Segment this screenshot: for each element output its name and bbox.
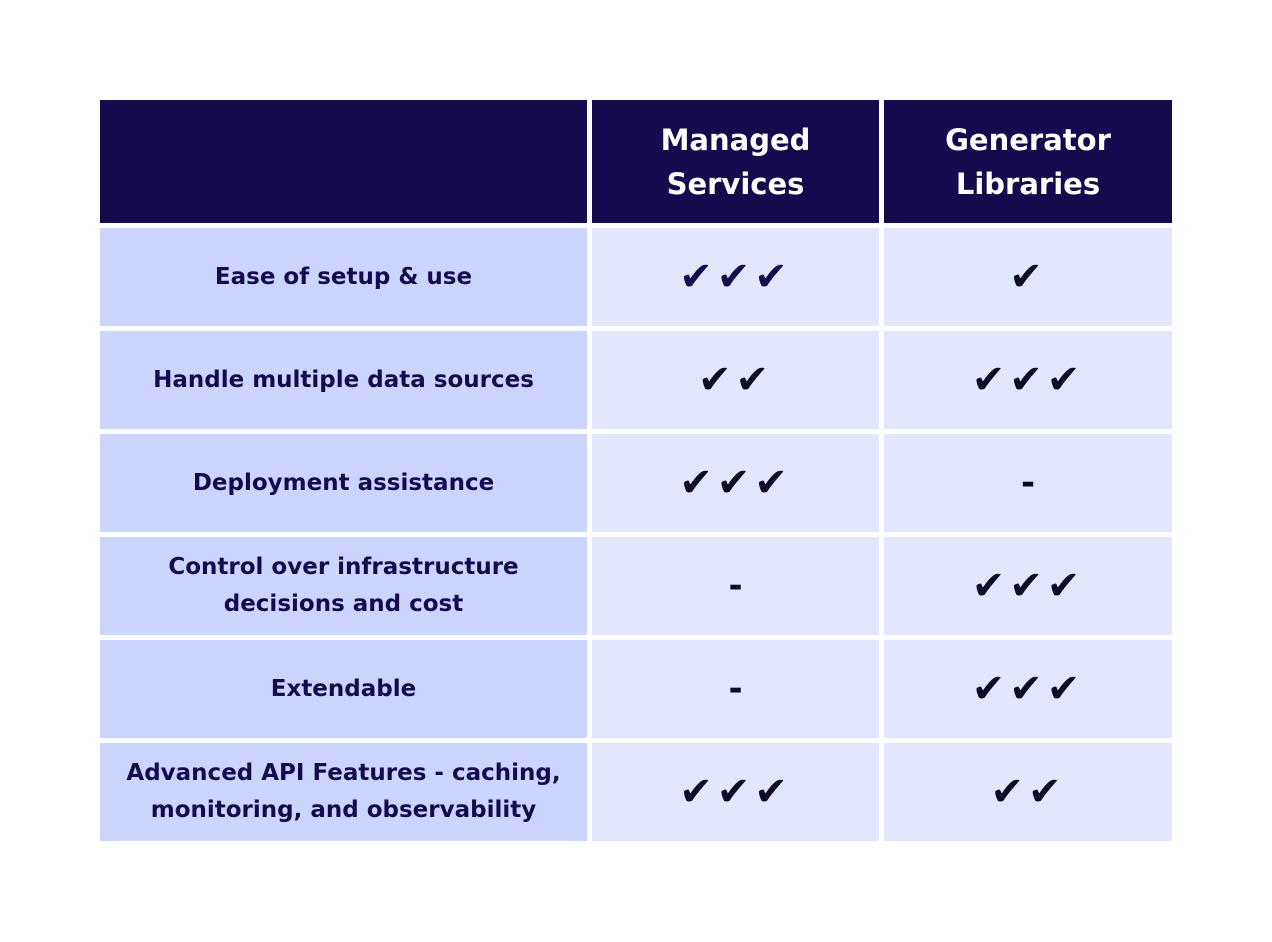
row-label-text-line-2: monitoring, and observability (150, 797, 537, 823)
check-rating: ✔✔✔ (679, 460, 792, 506)
generator-deployment-assistance: - (884, 434, 1172, 532)
generator-ease-of-setup: ✔ (884, 228, 1172, 326)
row-label-advanced-api-features: Advanced API Features - caching, monitor… (100, 743, 587, 841)
row-label-text: Handle multiple data sources (153, 366, 534, 393)
managed-deployment-assistance: ✔✔✔ (592, 434, 879, 532)
check-rating: ✔✔✔ (971, 357, 1085, 403)
generator-extendable: ✔✔✔ (884, 640, 1172, 738)
header-generator-line-2: Libraries (955, 166, 1101, 201)
header-empty-cell (100, 100, 587, 223)
row-label-ease-of-setup: Ease of setup & use (100, 228, 587, 326)
check-rating: ✔✔✔ (679, 254, 792, 300)
check-rating: ✔✔ (697, 357, 774, 403)
header-managed-line-2: Services (666, 166, 805, 201)
row-label-deployment-assistance: Deployment assistance (100, 434, 587, 532)
check-rating: ✔✔ (990, 769, 1066, 815)
row-label-text-line-1: Control over infrastructure (168, 554, 519, 580)
comparison-table: Managed Services Generator Libraries Eas… (100, 100, 1172, 841)
generator-advanced-api-features: ✔✔ (884, 743, 1172, 841)
managed-infrastructure-control: - (592, 537, 879, 635)
header-managed-line-1: Managed (660, 122, 811, 157)
managed-advanced-api-features: ✔✔✔ (592, 743, 879, 841)
dash-rating: - (728, 566, 743, 606)
generator-infrastructure-control: ✔✔✔ (884, 537, 1172, 635)
dash-rating: - (728, 669, 743, 709)
row-label-infrastructure-control: Control over infrastructure decisions an… (100, 537, 587, 635)
row-label-extendable: Extendable (100, 640, 587, 738)
header-generator-line-1: Generator (945, 122, 1111, 157)
row-label-multiple-data-sources: Handle multiple data sources (100, 331, 587, 429)
check-rating: ✔✔✔ (679, 769, 792, 815)
dash-rating: - (1020, 463, 1036, 503)
managed-ease-of-setup: ✔✔✔ (592, 228, 879, 326)
managed-multiple-data-sources: ✔✔ (592, 331, 879, 429)
check-rating: ✔✔✔ (971, 666, 1085, 712)
check-rating: ✔✔✔ (971, 563, 1085, 609)
row-label-text-line-2: decisions and cost (223, 591, 464, 617)
row-label-text: Extendable (270, 675, 417, 702)
row-label-text-line-1: Advanced API Features - caching, (126, 760, 561, 786)
managed-extendable: - (592, 640, 879, 738)
row-label-text: Deployment assistance (192, 469, 495, 496)
header-generator-libraries: Generator Libraries (884, 100, 1172, 223)
header-managed-services: Managed Services (592, 100, 879, 223)
generator-multiple-data-sources: ✔✔✔ (884, 331, 1172, 429)
check-rating: ✔ (1009, 254, 1047, 300)
row-label-text: Ease of setup & use (214, 263, 473, 290)
